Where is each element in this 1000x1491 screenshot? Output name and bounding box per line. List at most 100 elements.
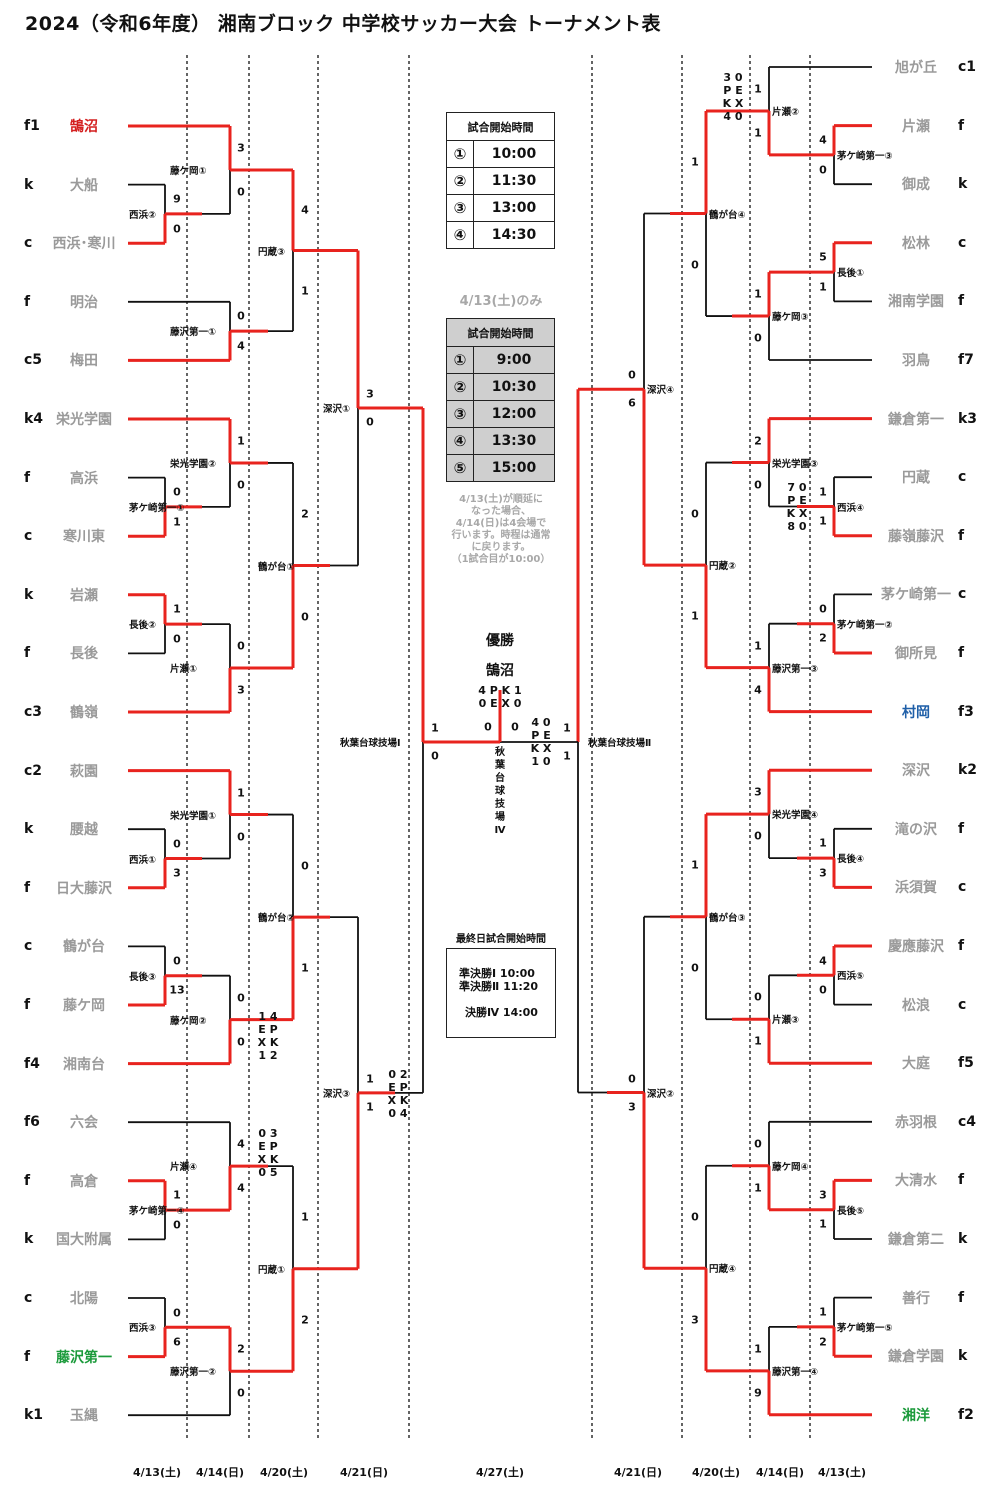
match-score: 3 <box>237 683 245 697</box>
team-name: 羽鳥 <box>902 353 930 369</box>
match-venue: 茅ケ崎第一② <box>837 619 893 631</box>
team-name: 鶴が台 <box>63 939 105 956</box>
team-name: 腰越 <box>70 822 98 839</box>
final-day-row: 準決勝Ⅱ 11:20 <box>459 980 539 993</box>
match-venue: 長後② <box>129 620 157 632</box>
rain-note-line: 4/14(日)は4会場で <box>455 518 547 529</box>
match-score: 0 <box>173 954 181 968</box>
match-score: 0 <box>691 258 699 272</box>
match-score: 6 <box>628 396 636 410</box>
team-name: 旭が丘 <box>895 60 937 76</box>
pk-note-row: 4 P K 1 <box>478 684 522 697</box>
page-title: 2024（令和6年度） 湘南ブロック 中学校サッカー大会 トーナメント表 <box>25 13 661 35</box>
slot-number: ① <box>446 346 474 374</box>
pk-note-row: E P <box>258 1023 278 1036</box>
start-time-header: 試合開始時間 <box>446 112 555 141</box>
team-seed: f <box>958 293 965 310</box>
team-name: 六会 <box>70 1115 98 1132</box>
pk-note-row: P E <box>531 729 551 742</box>
match-venue: 鶴が台① <box>258 561 295 573</box>
pk-note-row: X K <box>387 1094 409 1107</box>
team-name: 藤嶺藤沢 <box>888 528 944 545</box>
team-name: 萩園 <box>70 763 98 780</box>
team-name: 寒川東 <box>63 529 105 546</box>
match-score: 1 <box>754 287 762 301</box>
team-seed: f <box>24 1172 31 1189</box>
match-venue: 深沢① <box>323 404 351 415</box>
match-score: 1 <box>301 1210 309 1224</box>
match-score: 1 <box>237 434 245 448</box>
slot-number: ⑤ <box>446 454 474 482</box>
match-venue: 深沢② <box>647 1088 675 1100</box>
match-venue: 栄光学園④ <box>772 810 819 822</box>
match-score: 4 <box>301 203 309 217</box>
match-score: 1 <box>173 602 181 616</box>
match-venue: 片瀬② <box>772 106 800 118</box>
pk-note-row: 0 5 <box>258 1166 278 1179</box>
match-score: 1 <box>301 961 309 975</box>
match-score: 5 <box>819 250 827 264</box>
team-name: 高倉 <box>70 1173 98 1190</box>
match-venue: 茅ケ崎第一③ <box>837 150 893 162</box>
team-name: 湘南学園 <box>888 294 944 311</box>
team-seed: c <box>958 469 967 486</box>
match-score: 1 <box>563 749 571 763</box>
team-seed: f <box>958 820 965 837</box>
match-venue: 深沢④ <box>647 385 675 397</box>
team-seed: f7 <box>958 352 974 368</box>
team-seed: c2 <box>24 762 43 779</box>
match-score: 1 <box>301 284 309 298</box>
team-name: 深沢 <box>902 763 930 780</box>
team-name: 藤沢第一 <box>56 1349 112 1366</box>
team-seed: k <box>958 1231 968 1247</box>
match-venue: 長後④ <box>837 854 865 866</box>
team-seed: c <box>958 996 967 1013</box>
team-seed: f <box>958 527 965 544</box>
match-score: 0 <box>173 485 181 499</box>
pk-note-row: 3 0 <box>723 71 743 84</box>
team-name: 浜須賀 <box>895 880 937 897</box>
champion-team: 鵠沼 <box>486 663 514 679</box>
match-score: 4 <box>754 683 762 697</box>
match-score: 9 <box>173 192 181 206</box>
team-seed: f <box>24 879 31 896</box>
team-name: 長後 <box>70 646 98 663</box>
rain-note-line: （1試合目が10:00） <box>451 554 551 565</box>
match-venue: 鶴が台② <box>258 913 295 925</box>
match-venue: 円蔵④ <box>709 1264 737 1276</box>
match-venue: 栄光学園② <box>170 458 217 470</box>
match-score: 1 <box>754 82 762 96</box>
pk-note-row: 1 0 <box>531 755 551 768</box>
team-seed: c4 <box>958 1113 977 1130</box>
team-name: 鶴嶺 <box>70 705 98 721</box>
schedule2-caption: 4/13(土)のみ <box>459 294 543 309</box>
pk-note-row: 0 4 <box>388 1107 408 1120</box>
slot-time: 13:30 <box>473 427 555 455</box>
match-score: 4 <box>237 1181 245 1195</box>
match-score: 0 <box>237 309 245 323</box>
match-score: 2 <box>819 1335 827 1349</box>
team-name: 御成 <box>902 177 930 194</box>
match-venue: 深沢③ <box>323 1088 351 1100</box>
team-seed: f2 <box>958 1406 974 1423</box>
slot-time: 10:30 <box>473 373 555 401</box>
match-score: 4 <box>237 339 245 353</box>
match-score: 6 <box>173 1335 181 1349</box>
semifinal-venue: 秋葉台球技場Ⅱ <box>588 738 652 749</box>
team-seed: c <box>24 938 33 955</box>
slot-time: 10:00 <box>473 140 555 168</box>
team-seed: f3 <box>958 703 974 720</box>
pk-note-row: 4 0 <box>723 110 743 123</box>
match-score: 0 <box>173 632 181 646</box>
team-seed: f <box>24 1348 31 1365</box>
team-seed: c <box>24 1290 33 1306</box>
match-score: 0 <box>691 507 699 521</box>
match-score: 3 <box>819 866 827 880</box>
match-venue: 西浜⑤ <box>837 971 865 983</box>
